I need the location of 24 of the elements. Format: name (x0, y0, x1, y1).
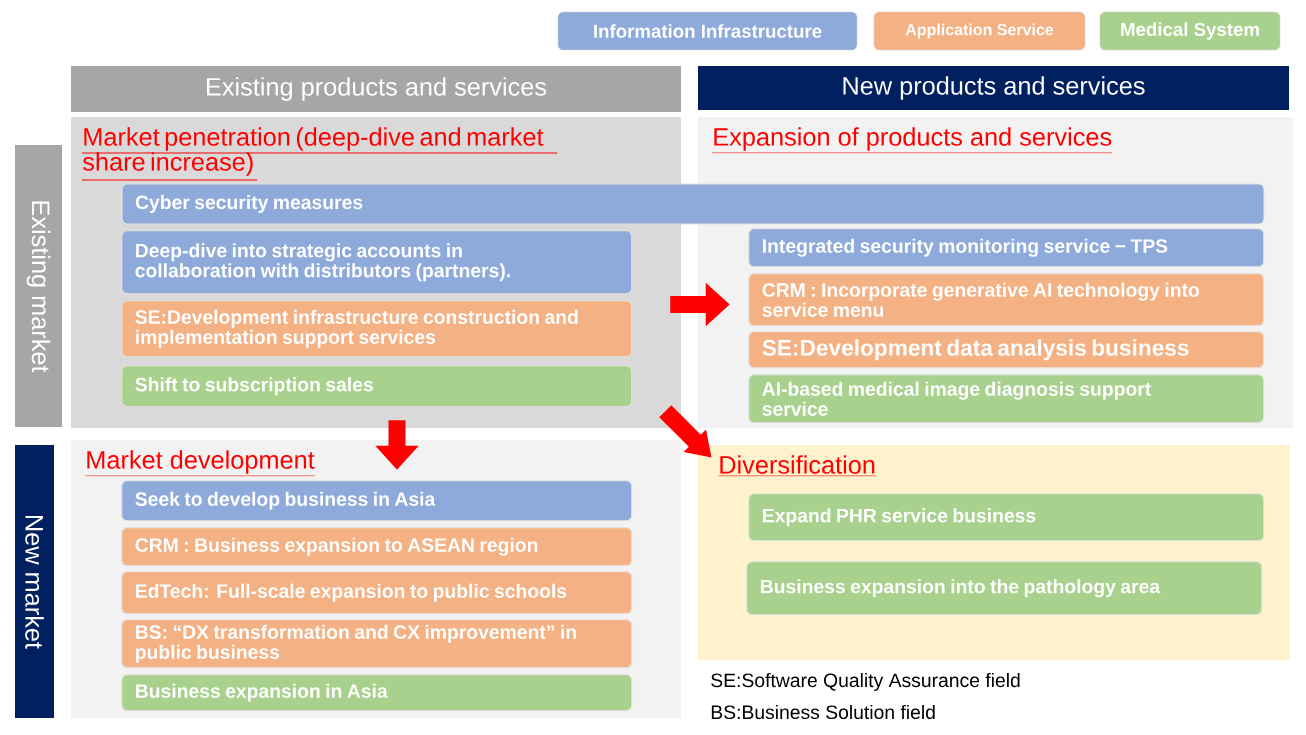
item-box: BS: “DX transformation and CX improvement” in public business (121, 619, 633, 669)
item-box: Seek to develop business in Asia (121, 480, 633, 522)
item-box: AI-based medical image diagnosis support service (748, 374, 1265, 424)
note-text: BS:Business Solution field (711, 704, 935, 720)
header-band: Existing products and services (71, 66, 681, 112)
item-box: CRM : Business expansion to ASEAN region (121, 527, 633, 567)
header-band: New market (15, 445, 54, 718)
item-box: SE:Development infrastructure construction and implementation support services (121, 300, 633, 358)
item-box: Cyber security measures (121, 183, 1265, 225)
note-text: SE:Software Quality Assurance field (711, 673, 1020, 691)
legend-item: Information Infrastructure (557, 11, 858, 51)
item-box: CRM : Incorporate generative AI technology into service menu (748, 273, 1265, 327)
legend-item: Medical System (1099, 11, 1281, 51)
header-band: Existing market (15, 145, 62, 427)
item-box: Expand PHR service business (748, 493, 1265, 542)
header-band: New products and services (698, 66, 1289, 110)
legend-item: Application Service (873, 11, 1086, 51)
item-box: Business expansion into the pathology area (746, 561, 1263, 616)
item-box: Integrated security monitoring service − TPS (748, 228, 1265, 268)
item-box: Shift to subscription sales (121, 365, 633, 408)
item-box: Business expansion in Asia (121, 674, 633, 712)
item-box: Deep-dive into strategic accounts in collaboration with distributors (partners). (121, 230, 633, 295)
item-box: EdTech: Full-scale expansion to public schools (121, 571, 633, 615)
item-box: SE:Development data analysis business (748, 331, 1265, 369)
